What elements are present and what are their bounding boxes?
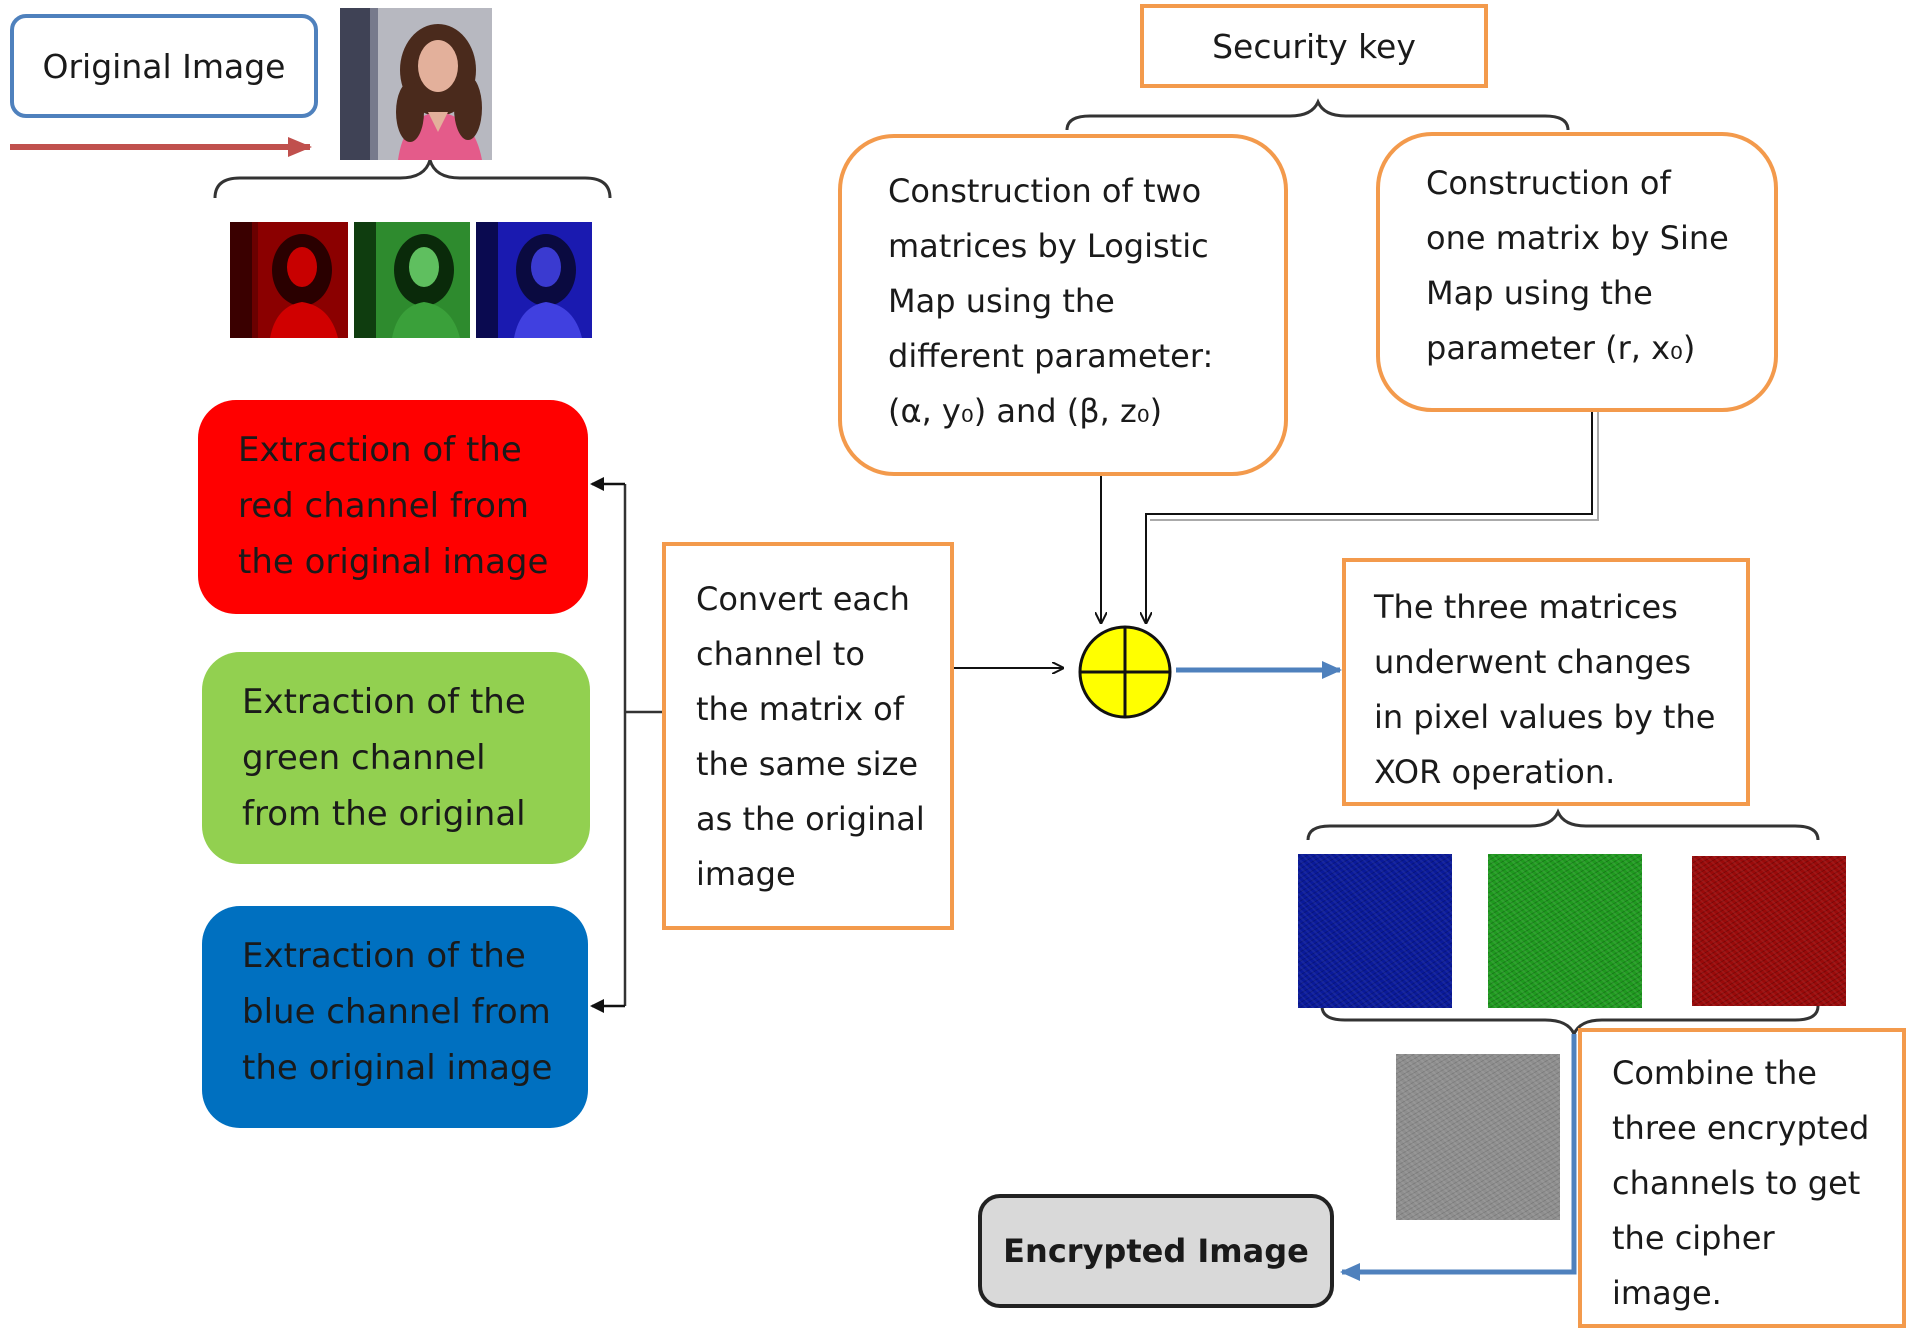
logistic-map-box: Construction of two matrices by Logistic… xyxy=(838,134,1288,476)
convert-line: channel to xyxy=(696,635,865,673)
red-channel-box: Extraction of the red channel from the o… xyxy=(198,400,588,614)
red-channel-line: red channel from xyxy=(238,486,530,526)
green-channel-thumbnail xyxy=(354,222,470,338)
combine-line: the cipher xyxy=(1612,1219,1775,1257)
red-channel-thumbnail xyxy=(230,222,348,338)
logistic-line: Map using the xyxy=(888,282,1115,320)
encrypted-blue-channel xyxy=(1298,854,1452,1008)
blue-channel-line: Extraction of the xyxy=(242,936,526,976)
convert-line: the same size xyxy=(696,745,919,783)
sine-map-box: Construction of one matrix by Sine Map u… xyxy=(1376,132,1778,412)
sine-line: one matrix by Sine xyxy=(1426,219,1729,257)
xor-line: underwent changes xyxy=(1374,643,1692,681)
blue-channel-thumbnail xyxy=(476,222,592,338)
rgb-split-brace xyxy=(213,154,612,199)
original-image-label-text: Original Image xyxy=(42,46,286,86)
blue-channel-line: blue channel from xyxy=(242,992,551,1032)
blue-channel-line: the original image xyxy=(242,1048,553,1088)
combine-line: three encrypted xyxy=(1612,1109,1870,1147)
green-channel-line: from the original xyxy=(242,794,526,834)
green-channel-line: Extraction of the xyxy=(242,682,526,722)
logistic-line: different parameter: xyxy=(888,337,1214,375)
xor-result-box: The three matrices underwent changes in … xyxy=(1342,558,1750,806)
xor-operator xyxy=(1078,625,1172,719)
logistic-line: (α, y₀) and (β, z₀) xyxy=(888,392,1163,430)
encrypted-channels-brace xyxy=(1306,808,1820,841)
cipher-image xyxy=(1396,1054,1560,1220)
sine-to-xor-arrow xyxy=(1146,410,1593,622)
convert-channel-box: Convert each channel to the matrix of th… xyxy=(662,542,954,930)
red-channel-line: Extraction of the xyxy=(238,430,522,470)
to-encrypted-arrow xyxy=(1340,1034,1577,1281)
xor-line: The three matrices xyxy=(1374,588,1678,626)
sine-line: Map using the xyxy=(1426,274,1653,312)
xor-line: in pixel values by the xyxy=(1374,698,1716,736)
sine-line: Construction of xyxy=(1426,164,1671,202)
encrypted-image-label: Encrypted Image xyxy=(1003,1232,1309,1270)
original-image-label: Original Image xyxy=(10,14,318,118)
green-channel-box: Extraction of the green channel from the… xyxy=(202,652,590,864)
convert-line: the matrix of xyxy=(696,690,905,728)
sine-line: parameter (r, x₀) xyxy=(1426,329,1696,367)
convert-line: as the original xyxy=(696,800,925,838)
encrypted-red-channel xyxy=(1692,856,1846,1006)
convert-line: image xyxy=(696,855,796,893)
security-key-label: Security key xyxy=(1212,26,1416,66)
combine-line: Combine the xyxy=(1612,1054,1817,1092)
red-channel-line: the original image xyxy=(238,542,549,582)
logistic-line: matrices by Logistic xyxy=(888,227,1209,265)
original-photo xyxy=(340,8,492,160)
encrypted-image-box: Encrypted Image xyxy=(978,1194,1334,1308)
encrypted-green-channel xyxy=(1488,854,1642,1008)
logistic-line: Construction of two xyxy=(888,172,1202,210)
blue-channel-box: Extraction of the blue channel from the … xyxy=(202,906,588,1128)
combine-line: channels to get xyxy=(1612,1164,1861,1202)
security-key-brace xyxy=(1065,98,1570,131)
combine-box: Combine the three encrypted channels to … xyxy=(1578,1028,1906,1328)
combine-line: image. xyxy=(1612,1274,1722,1312)
security-key-box: Security key xyxy=(1140,4,1488,88)
green-channel-line: green channel xyxy=(242,738,486,778)
xor-line: XOR operation. xyxy=(1374,753,1616,791)
convert-line: Convert each xyxy=(696,580,910,618)
